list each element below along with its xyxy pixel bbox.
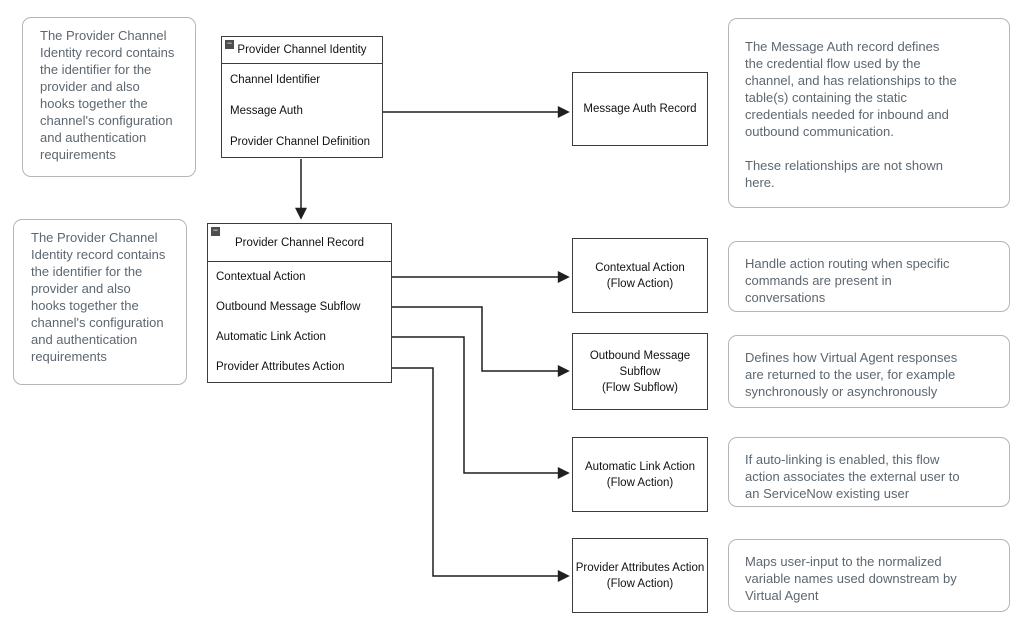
- field-provider-channel-definition: Provider Channel Definition: [230, 135, 370, 148]
- connector-provider-attributes-action: [392, 367, 570, 582]
- connector-automatic-link-action: [392, 336, 570, 479]
- entity-fields: Contextual Action Outbound Message Subfl…: [208, 262, 391, 382]
- note-automatic-link-action: If auto-linking is enabled, this flow ac…: [728, 437, 1010, 507]
- note-outbound-message-subflow: Defines how Virtual Agent responses are …: [728, 335, 1010, 408]
- note-text: The Provider Channel Identity record con…: [40, 28, 175, 162]
- note-text: Defines how Virtual Agent responses are …: [745, 350, 958, 399]
- box-title: Automatic Link Action: [585, 460, 695, 473]
- note-provider-attributes-action: Maps user-input to the normalized variab…: [728, 539, 1010, 612]
- note-text: The Provider Channel Identity record con…: [31, 230, 166, 364]
- note-message-auth: The Message Auth record defines the cred…: [728, 18, 1010, 208]
- box-subtitle: (Flow Subflow): [601, 381, 679, 394]
- entity-title: Provider Channel Identity: [237, 44, 367, 56]
- box-subtitle: (Flow Action): [606, 577, 674, 590]
- field-message-auth: Message Auth: [230, 104, 303, 117]
- note-provider-channel-identity-top: The Provider Channel Identity record con…: [22, 17, 196, 177]
- box-message-auth-record: Message Auth Record: [572, 72, 708, 146]
- box-subtitle: (Flow Action): [606, 277, 674, 290]
- box-provider-attributes-action: Provider Attributes Action (Flow Action): [572, 538, 708, 613]
- entity-provider-channel-identity: − Provider Channel Identity Channel Iden…: [221, 36, 383, 158]
- field-outbound-message-subflow: Outbound Message Subflow: [216, 301, 361, 313]
- note-text: Maps user-input to the normalized variab…: [745, 554, 957, 603]
- field-provider-attributes-action: Provider Attributes Action: [216, 361, 345, 373]
- entity-provider-channel-record: − Provider Channel Record Contextual Act…: [207, 223, 392, 383]
- box-automatic-link-action: Automatic Link Action (Flow Action): [572, 437, 708, 512]
- box-subtitle: (Flow Action): [606, 476, 674, 489]
- box-title: Message Auth Record: [583, 103, 697, 115]
- entity-header: − Provider Channel Record: [208, 224, 391, 262]
- box-contextual-action: Contextual Action (Flow Action): [572, 238, 708, 313]
- box-title: Provider Attributes Action: [575, 561, 705, 574]
- entity-fields: Channel Identifier Message Auth Provider…: [222, 64, 382, 157]
- field-automatic-link-action: Automatic Link Action: [216, 331, 326, 343]
- connector-outbound-message-subflow: [392, 306, 570, 377]
- collapse-icon[interactable]: −: [211, 227, 220, 236]
- entity-header: − Provider Channel Identity: [222, 37, 382, 64]
- note-contextual-action: Handle action routing when specific comm…: [728, 241, 1010, 312]
- field-contextual-action: Contextual Action: [216, 271, 306, 283]
- note-text: If auto-linking is enabled, this flow ac…: [745, 452, 960, 501]
- box-outbound-message-subflow: Outbound Message Subflow (Flow Subflow): [572, 333, 708, 410]
- collapse-icon[interactable]: −: [225, 40, 234, 49]
- note-provider-channel-identity-bottom: The Provider Channel Identity record con…: [13, 219, 187, 385]
- note-text-2: These relationships are not shown here.: [745, 158, 944, 190]
- note-text: The Message Auth record defines the cred…: [745, 39, 957, 139]
- box-title: Outbound Message Subflow: [589, 349, 691, 378]
- entity-title: Provider Channel Record: [234, 236, 365, 249]
- field-channel-identifier: Channel Identifier: [230, 73, 321, 86]
- box-title: Contextual Action: [595, 261, 685, 274]
- note-text: Handle action routing when specific comm…: [745, 256, 950, 305]
